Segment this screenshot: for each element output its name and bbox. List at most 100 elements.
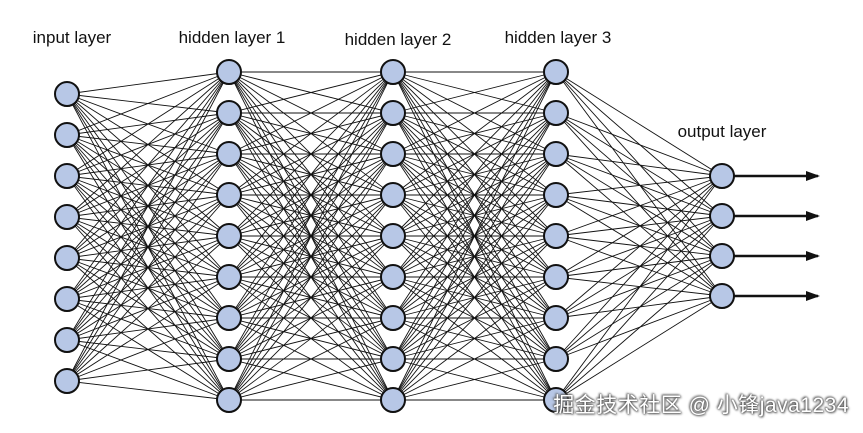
connection-edge	[555, 255, 723, 401]
connection-edge	[228, 71, 394, 360]
neuron-node	[216, 100, 242, 126]
connection-edge	[392, 71, 557, 278]
connection-edge	[228, 358, 394, 401]
connection-edge	[228, 276, 394, 401]
connection-edge	[66, 112, 230, 382]
neuron-node	[380, 223, 406, 249]
connection-edge	[555, 153, 723, 217]
connection-edge	[392, 71, 557, 401]
connection-edge	[228, 71, 394, 196]
connection-edge	[392, 194, 557, 401]
connection-edge	[555, 175, 723, 319]
connection-edge	[228, 112, 394, 401]
connection-edge	[66, 317, 230, 382]
output-arrows	[734, 171, 820, 301]
connection-edge	[555, 295, 723, 401]
connection-edge	[392, 153, 557, 401]
neuron-node	[54, 286, 80, 312]
connection-edge	[555, 215, 723, 401]
connection-edge	[555, 194, 723, 257]
neuron-node	[216, 141, 242, 167]
connection-edge	[555, 153, 723, 297]
neuron-node	[380, 387, 406, 413]
connection-edge	[66, 153, 230, 382]
connection-edge	[66, 71, 230, 136]
connection-edge	[228, 71, 394, 155]
connection-edge	[66, 380, 230, 401]
connection-edge	[555, 175, 723, 401]
connection-edge	[392, 276, 557, 401]
connection-edge	[228, 71, 394, 319]
connection-edge	[555, 175, 723, 278]
neuron-node	[543, 141, 569, 167]
connection-edge	[66, 71, 230, 259]
neuron-node	[216, 182, 242, 208]
connection-edge	[555, 71, 723, 217]
connection-edge	[228, 153, 394, 401]
neuron-node	[380, 264, 406, 290]
connection-edge	[555, 276, 723, 297]
neuron-node	[54, 245, 80, 271]
neuron-node	[54, 163, 80, 189]
connection-edge	[555, 153, 723, 177]
neuron-node	[380, 100, 406, 126]
connection-edge	[555, 112, 723, 177]
connection-edge	[555, 194, 723, 217]
connection-edge	[392, 358, 557, 401]
connection-edge	[392, 112, 557, 401]
connection-edge	[392, 71, 557, 319]
connection-edge	[555, 175, 723, 360]
connection-edge	[392, 71, 557, 196]
connection-edge	[66, 71, 230, 382]
connection-edge	[555, 235, 723, 257]
connection-edge	[392, 71, 557, 360]
connection-edge	[228, 71, 394, 278]
connection-lines	[66, 71, 723, 401]
connection-edge	[555, 194, 723, 297]
neuron-node	[216, 223, 242, 249]
neuron-node	[216, 387, 242, 413]
neuron-node	[543, 264, 569, 290]
connection-edge	[228, 71, 394, 114]
connection-edge	[392, 317, 557, 401]
neuron-node	[543, 59, 569, 85]
connection-edge	[555, 175, 723, 196]
connection-edge	[392, 71, 557, 155]
connection-edge	[555, 175, 723, 237]
neuron-node	[543, 305, 569, 331]
connection-edge	[228, 235, 394, 401]
neuron-node	[54, 81, 80, 107]
watermark-text: 掘金技术社区 @ 小锋java1234	[553, 394, 849, 417]
layer-label: hidden layer 3	[505, 28, 612, 47]
neuron-node	[380, 346, 406, 372]
connection-edge	[66, 276, 230, 382]
connection-edge	[66, 235, 230, 382]
neuron-node	[216, 346, 242, 372]
connection-edge	[228, 317, 394, 401]
layer-label: input layer	[33, 28, 112, 47]
neuron-node	[709, 163, 735, 189]
neuron-node	[543, 346, 569, 372]
neuron-node	[709, 283, 735, 309]
neuron-node	[216, 305, 242, 331]
neuron-node	[54, 327, 80, 353]
neuron-node	[54, 204, 80, 230]
connection-edge	[66, 71, 230, 218]
neuron-node	[54, 368, 80, 394]
connection-edge	[66, 358, 230, 382]
connection-edge	[555, 71, 723, 177]
connection-edge	[228, 71, 394, 401]
layer-label: output layer	[678, 122, 767, 141]
connection-edge	[66, 71, 230, 177]
neuron-node	[543, 182, 569, 208]
connection-edge	[392, 71, 557, 237]
layer-label: hidden layer 2	[345, 30, 452, 49]
neuron-node	[380, 305, 406, 331]
connection-edge	[555, 235, 723, 297]
neuron-node	[54, 122, 80, 148]
connection-edge	[392, 71, 557, 114]
connection-edge	[228, 71, 394, 237]
connection-edge	[392, 235, 557, 401]
neuron-node	[380, 182, 406, 208]
